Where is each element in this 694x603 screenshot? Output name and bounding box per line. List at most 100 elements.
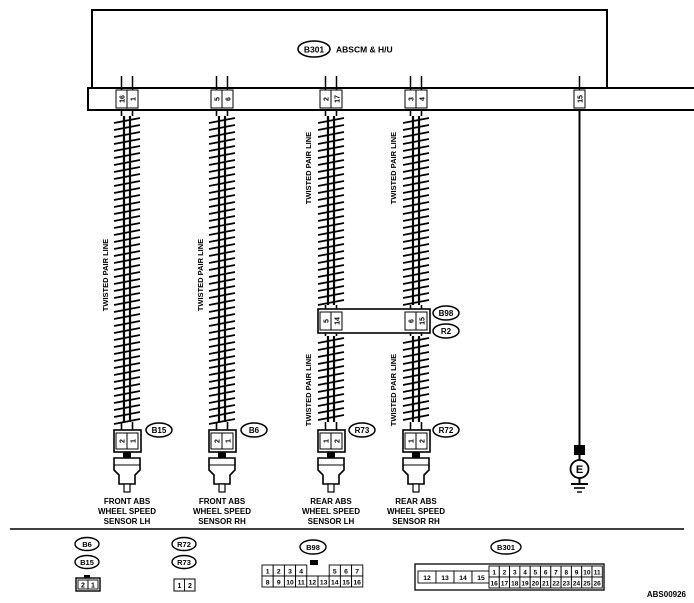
b301-pin: 14: [459, 575, 467, 582]
joint-pin-label: 14: [335, 317, 342, 325]
twisted-pair: [402, 336, 430, 422]
b301-pin: 12: [423, 575, 431, 582]
module-pin: 17: [330, 89, 343, 109]
twisted-pair-label: TWISTED PAIR LINE: [304, 354, 313, 426]
b301-pin: 16: [491, 581, 499, 588]
svg-text:WHEEL SPEED: WHEEL SPEED: [193, 507, 251, 516]
svg-text:WHEEL SPEED: WHEEL SPEED: [302, 507, 360, 516]
b98-pin: 8: [266, 580, 270, 587]
svg-text:2: 2: [188, 583, 192, 590]
b98-pin: 11: [298, 580, 305, 587]
abscm-module: B301 ABSCM & H/U: [87, 9, 694, 111]
pin-label: 4: [420, 97, 427, 101]
svg-text:B301: B301: [497, 543, 515, 552]
twisted-pair-label: TWISTED PAIR LINE: [389, 354, 398, 426]
pin-label: 3: [409, 97, 416, 101]
svg-text:1: 1: [409, 439, 416, 443]
wheel-speed-sensors: [113, 452, 430, 493]
connector-tag: R73: [355, 426, 370, 435]
module-pin: 2: [319, 89, 332, 109]
svg-text:WHEEL SPEED: WHEEL SPEED: [98, 507, 156, 516]
b301-pin: 23: [563, 581, 571, 588]
svg-text:B98: B98: [306, 543, 320, 552]
svg-text:B98: B98: [439, 309, 454, 318]
connector-tag-b98: B98: [432, 305, 460, 321]
b301-pin: 22: [552, 581, 560, 588]
module-pin: 15: [573, 89, 586, 109]
b98-pin: 4: [299, 569, 303, 576]
b301-pin: 7: [554, 570, 558, 577]
b98-pin: 16: [353, 580, 361, 587]
sensor-connector-b6: 2 1 B6: [208, 422, 268, 453]
b301-pin: 5: [534, 570, 538, 577]
module-pin: 3: [404, 89, 417, 109]
svg-text:B6: B6: [82, 540, 92, 549]
connector-tag-r2: R2: [432, 323, 460, 339]
svg-text:2: 2: [335, 439, 342, 443]
sensor-label: REAR ABS WHEEL SPEED SENSOR LH: [302, 497, 360, 526]
b301-pin: 19: [521, 581, 529, 588]
b98-pin: 9: [277, 580, 281, 587]
module-pin: 6: [221, 89, 234, 109]
b98-pin: 14: [331, 580, 339, 587]
figure-code: ABS00926: [647, 590, 687, 599]
sensor-label: FRONT ABS WHEEL SPEED SENSOR RH: [193, 497, 251, 526]
svg-text:WHEEL SPEED: WHEEL SPEED: [387, 507, 445, 516]
svg-text:SENSOR LH: SENSOR LH: [104, 517, 151, 526]
svg-text:R72: R72: [177, 540, 191, 549]
b98-pin: 1: [266, 569, 270, 576]
svg-text:2: 2: [120, 439, 127, 443]
b301-pin: 4: [523, 570, 527, 577]
svg-text:R2: R2: [441, 327, 452, 336]
pin-label: 16: [120, 95, 127, 103]
twisted-pair-label: TWISTED PAIR LINE: [196, 239, 205, 311]
svg-text:1: 1: [324, 439, 331, 443]
b301-pin: 24: [573, 581, 581, 588]
b301-pin: 11: [594, 570, 601, 577]
legend-b6-b15: B6 B15 2 1: [74, 536, 101, 592]
ground-symbol: E: [576, 464, 583, 476]
sensor-connector-b15: 2 1 B15: [113, 422, 173, 453]
b301-pin: 3: [513, 570, 517, 577]
twisted-pair: [317, 116, 345, 306]
b98-pin: 5: [333, 569, 337, 576]
module-pin: 16: [115, 89, 128, 109]
svg-text:1: 1: [91, 583, 95, 590]
joint-pin-label: 6: [409, 319, 416, 323]
wheel-speed-sensor-icon: [402, 452, 430, 493]
b98-pin: 7: [355, 569, 359, 576]
svg-text:SENSOR RH: SENSOR RH: [392, 517, 440, 526]
twisted-pair: [317, 336, 345, 422]
b301-pin: 15: [477, 575, 485, 582]
module-pin: 4: [415, 89, 428, 109]
pin-label: 17: [335, 95, 342, 103]
svg-text:1: 1: [131, 439, 138, 443]
twisted-pair-wires: [113, 110, 430, 430]
b301-pin: 6: [544, 570, 548, 577]
svg-text:2: 2: [81, 583, 85, 590]
twisted-pair-label: TWISTED PAIR LINE: [389, 132, 398, 204]
sensor-connector-r73: 1 2 R73: [317, 422, 376, 453]
pin-label: 1: [131, 97, 138, 101]
module-code-badge: B301: [297, 40, 331, 58]
svg-text:FRONT ABS: FRONT ABS: [104, 497, 151, 506]
pin-label: 15: [578, 95, 585, 103]
svg-text:SENSOR LH: SENSOR LH: [308, 517, 355, 526]
ground-circuit: E: [569, 110, 590, 493]
svg-text:2: 2: [215, 439, 222, 443]
sensor-connector-r72: 1 2 R72: [402, 422, 460, 453]
svg-text:FRONT ABS: FRONT ABS: [199, 497, 246, 506]
b301-pin: 21: [542, 581, 550, 588]
svg-text:1: 1: [178, 583, 182, 590]
sensor-label: REAR ABS WHEEL SPEED SENSOR RH: [387, 497, 445, 526]
b301-pin: 20: [532, 581, 540, 588]
b98-pin: 6: [344, 569, 348, 576]
b98-pin: 12: [309, 580, 317, 587]
svg-text:SENSOR RH: SENSOR RH: [198, 517, 246, 526]
b301-pin: 13: [441, 575, 449, 582]
twisted-pair: [113, 116, 141, 425]
